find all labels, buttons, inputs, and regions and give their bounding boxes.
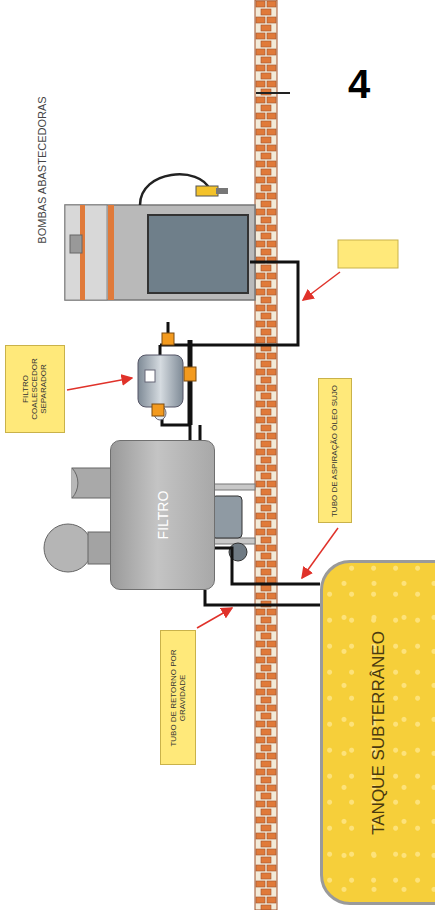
pipe-connector (205, 590, 320, 605)
brick-wall (255, 0, 277, 910)
filter-accessories (72, 468, 112, 498)
fuel-pump (148, 215, 248, 293)
leader-arrow (67, 378, 132, 390)
fuel-pump (65, 205, 255, 300)
coalescer-filter (162, 333, 174, 345)
fuel-pump (70, 235, 82, 253)
callout-box: TUBO DE ASPIRAÇÃO ÓLEO SUJO (318, 378, 352, 523)
coalescer-filter (138, 333, 196, 420)
filter-housing: FILTRO (110, 440, 215, 590)
pipe (160, 262, 298, 345)
filter-accessories (88, 532, 112, 564)
underground-tank: TANQUE SUBTERRÂNEO (320, 560, 435, 905)
empty-callout (338, 240, 398, 268)
pipe-connector (215, 548, 320, 584)
coalescer-filter (152, 404, 164, 416)
coalescer-filter (184, 367, 196, 381)
callout-box: TUBO DE RETORNO POR GRAVIDADE (160, 630, 196, 765)
node-text: FILTRO (154, 444, 170, 586)
figure-number: 4 (348, 62, 370, 107)
filter-accessories (212, 496, 242, 538)
pipe (188, 340, 193, 425)
leader-arrow (197, 608, 232, 628)
brick-wall (256, 92, 290, 94)
fuel-pump (65, 174, 255, 300)
node-text: FILTRO COALESCEDOR SEPARADOR (21, 349, 49, 429)
pump-label: BOMBAS ABASTECEDORAS (36, 96, 48, 243)
coalescer-filter (145, 370, 155, 382)
filter-accessories (72, 468, 78, 498)
fuel-pump (108, 205, 114, 300)
node-text: TANQUE SUBTERRÂNEO (369, 564, 389, 901)
node-text: TUBO DE ASPIRAÇÃO ÓLEO SUJO (330, 382, 339, 519)
fuel-pump (196, 186, 218, 196)
leader-arrow (67, 272, 340, 628)
fuel-pump (65, 205, 107, 300)
leader-arrow (303, 272, 340, 300)
brick-wall (255, 0, 290, 910)
filter-accessories (44, 524, 92, 572)
filter-accessories (229, 543, 247, 561)
fuel-pump (216, 188, 228, 194)
coalescer-filter (138, 355, 183, 407)
callout-box: FILTRO COALESCEDOR SEPARADOR (5, 345, 65, 433)
node-text: TUBO DE RETORNO POR GRAVIDADE (169, 634, 187, 761)
